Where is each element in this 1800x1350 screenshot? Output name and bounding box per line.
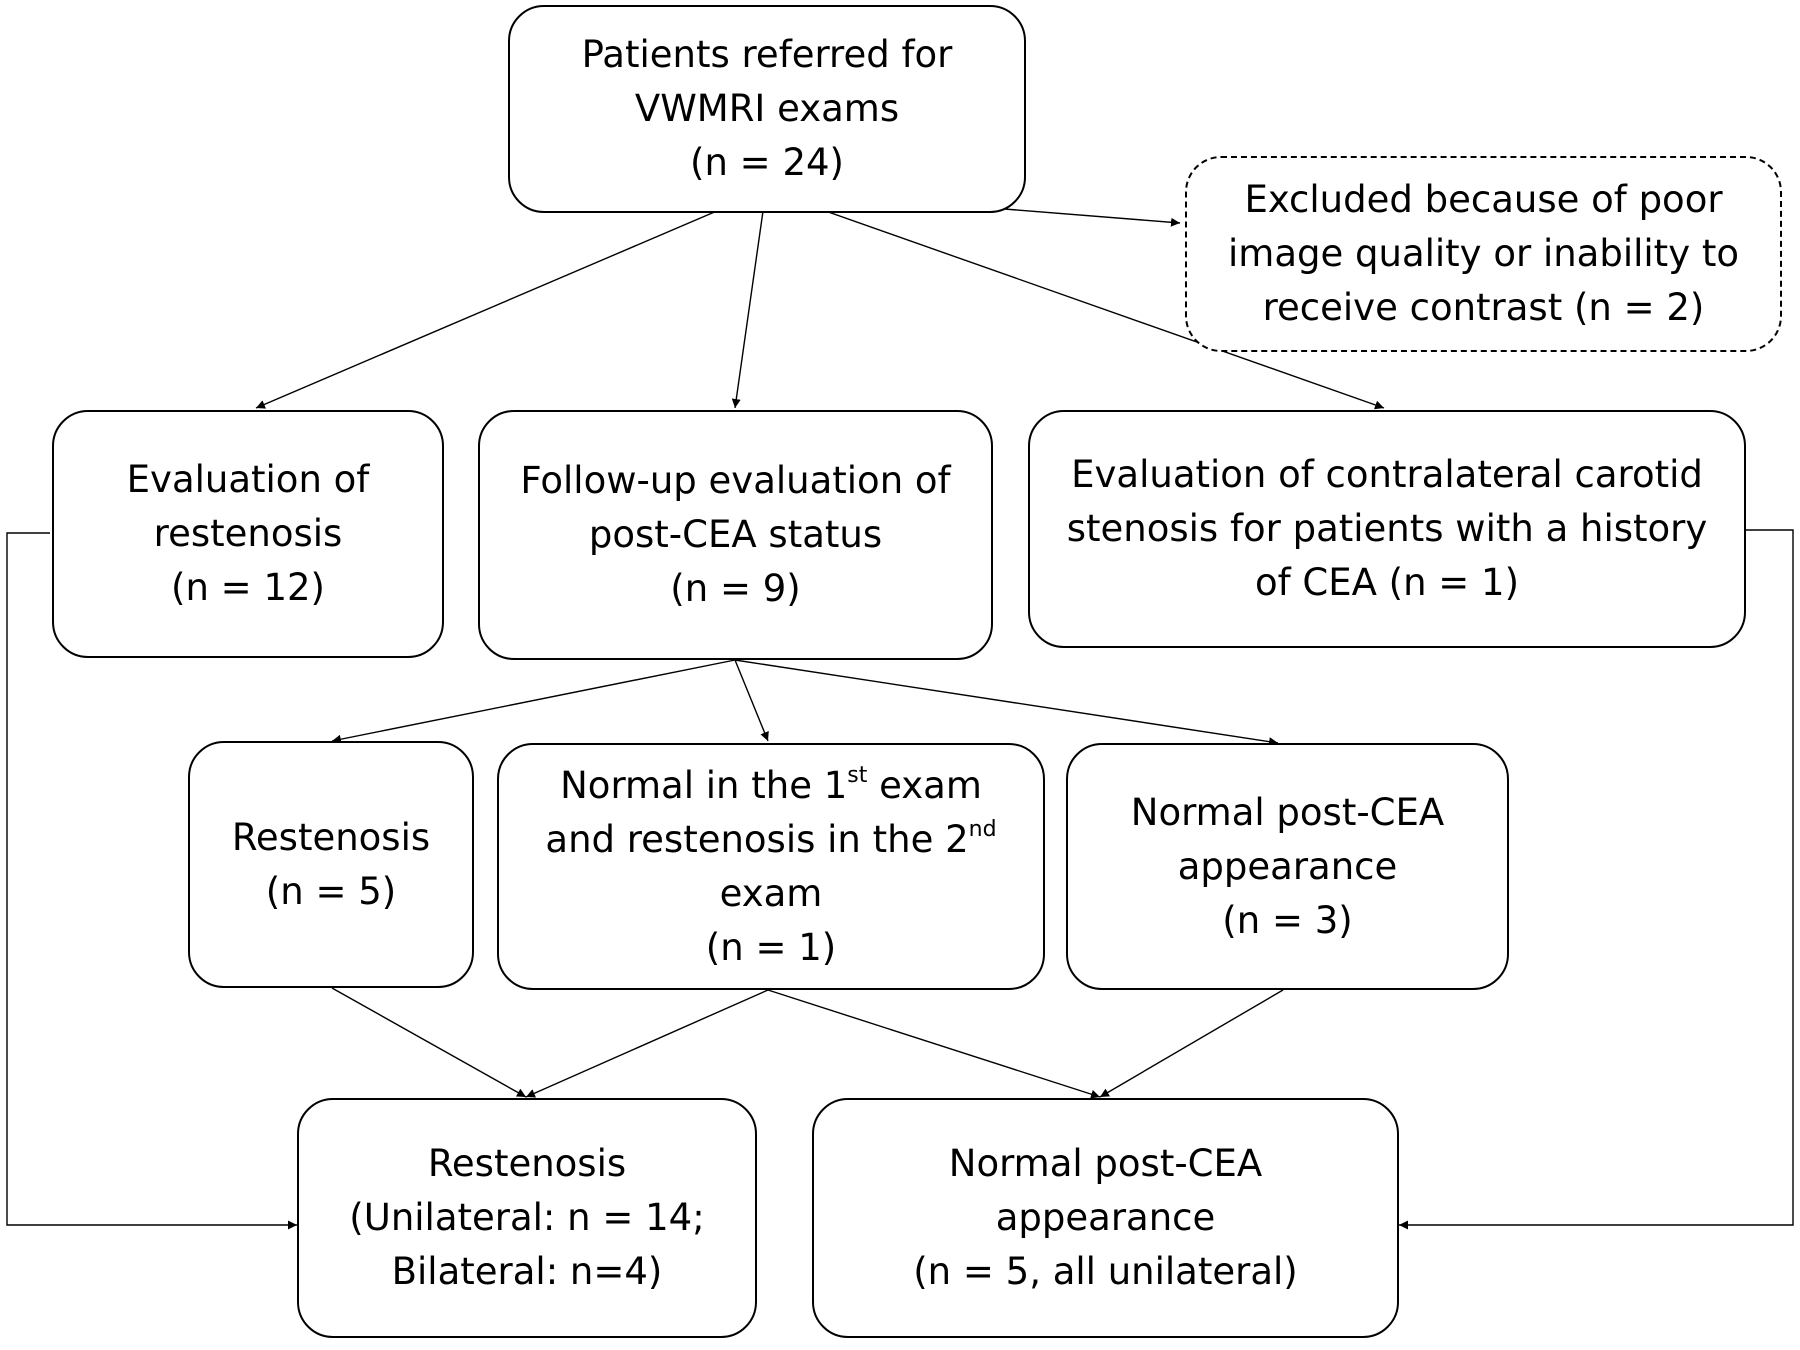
node-restenosis-final-line-3: Bilateral: n=4) bbox=[391, 1250, 663, 1293]
ordinal-suffix-first: st bbox=[847, 763, 868, 789]
node-followup: Follow-up evaluation of post-CEA status … bbox=[478, 410, 993, 660]
node-followup-line-1: Follow-up evaluation of bbox=[520, 459, 951, 502]
node-eval-restenosis-line-2: restenosis bbox=[153, 512, 343, 555]
node-normal-final-line-3: (n = 5, all unilateral) bbox=[913, 1250, 1298, 1293]
node-excluded-line-3: receive contrast (n = 2) bbox=[1262, 286, 1705, 329]
node-eval-restenosis-line-3: (n = 12) bbox=[171, 566, 325, 609]
node-normal-then-restenosis-line-3: exam bbox=[719, 871, 823, 915]
node-restenosis-sub-line-2: (n = 5) bbox=[265, 869, 397, 913]
node-contralateral-line-1: Evaluation of contralateral carotid bbox=[1071, 453, 1703, 496]
node-normal-sub-line-1: Normal post-CEA bbox=[1130, 790, 1445, 834]
ordinal-suffix-second: nd bbox=[968, 817, 997, 843]
line-2-text-pre: and restenosis in the 2 bbox=[545, 817, 969, 861]
node-normal-then-restenosis: Normal in the 1st exam and restenosis in… bbox=[497, 743, 1045, 990]
arrow-followup-to-normal-then-restenosis bbox=[734, 659, 769, 742]
arrow-normal-then-restenosis-to-restenosis-final bbox=[525, 989, 769, 1098]
node-normal-then-restenosis-line-4: (n = 1) bbox=[705, 925, 837, 969]
node-normal-final: Normal post-CEA appearance (n = 5, all u… bbox=[812, 1098, 1399, 1338]
node-normal-sub: Normal post-CEA appearance (n = 3) bbox=[1066, 743, 1509, 990]
node-restenosis-sub: Restenosis (n = 5) bbox=[188, 741, 474, 988]
node-restenosis-sub-line-1: Restenosis bbox=[231, 815, 431, 859]
node-restenosis-final-line-2: (Unilateral: n = 14; bbox=[349, 1196, 705, 1239]
line-1-text-post: exam bbox=[867, 763, 982, 807]
arrow-normal-then-restenosis-to-normal-final bbox=[767, 989, 1101, 1099]
arrow-referred-to-followup bbox=[731, 189, 767, 409]
node-restenosis-final: Restenosis (Unilateral: n = 14; Bilatera… bbox=[297, 1098, 757, 1338]
node-excluded-line-2: image quality or inability to bbox=[1228, 232, 1739, 275]
node-referred-line-2: VWMRI exams bbox=[634, 87, 900, 130]
node-normal-final-line-2: appearance bbox=[995, 1196, 1216, 1239]
node-contralateral-line-2: stenosis for patients with a history bbox=[1066, 507, 1708, 550]
node-normal-then-restenosis-line-2: and restenosis in the 2nd bbox=[545, 813, 996, 867]
line-1-text-pre: Normal in the 1 bbox=[560, 763, 848, 807]
arrow-followup-to-normal-sub bbox=[734, 659, 1279, 747]
arrow-eval-restenosis-to-restenosis-final bbox=[6, 532, 297, 1230]
arrow-contralateral-to-normal-final bbox=[1399, 529, 1794, 1230]
node-followup-line-2: post-CEA status bbox=[588, 513, 883, 556]
arrow-referred-to-eval-restenosis bbox=[255, 189, 767, 409]
node-followup-line-3: (n = 9) bbox=[670, 567, 801, 610]
node-referred: Patients referred for VWMRI exams (n = 2… bbox=[508, 5, 1026, 213]
arrow-normal-sub-to-normal-final bbox=[1099, 989, 1284, 1098]
node-normal-final-line-1: Normal post-CEA bbox=[948, 1142, 1263, 1185]
node-normal-then-restenosis-line-1: Normal in the 1st exam bbox=[560, 759, 982, 813]
node-referred-line-1: Patients referred for bbox=[581, 33, 953, 76]
node-eval-restenosis-line-1: Evaluation of bbox=[126, 458, 370, 501]
node-excluded-line-1: Excluded because of poor bbox=[1244, 178, 1723, 221]
node-contralateral-line-3: of CEA (n = 1) bbox=[1254, 561, 1520, 604]
arrow-restenosis-sub-to-restenosis-final bbox=[331, 987, 527, 1098]
node-normal-sub-line-2: appearance bbox=[1177, 844, 1398, 888]
arrow-followup-to-restenosis-sub bbox=[331, 659, 736, 744]
node-restenosis-final-line-1: Restenosis bbox=[427, 1142, 627, 1185]
arrow-referred-to-contralateral bbox=[765, 189, 1385, 410]
node-referred-line-3: (n = 24) bbox=[690, 141, 844, 184]
node-contralateral: Evaluation of contralateral carotid sten… bbox=[1028, 410, 1746, 648]
node-eval-restenosis: Evaluation of restenosis (n = 12) bbox=[52, 410, 444, 658]
node-normal-sub-line-3: (n = 3) bbox=[1222, 898, 1353, 942]
node-excluded: Excluded because of poor image quality o… bbox=[1185, 156, 1782, 352]
